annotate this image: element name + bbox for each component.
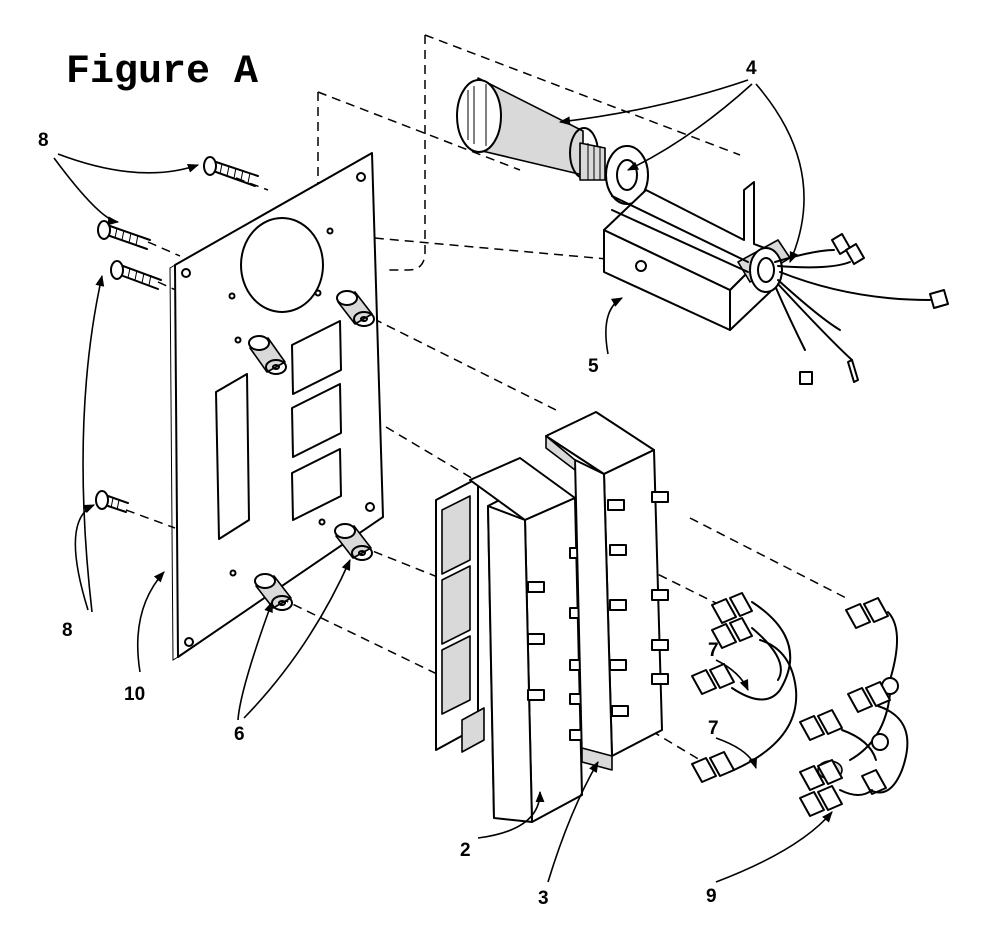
callout-8-bottom: 8 [62,620,73,641]
screw-bottom [95,490,129,513]
connector-cutout [240,217,324,313]
leader-lines [53,79,833,883]
screw-middle-2 [110,260,162,290]
wire-harness [799,597,909,817]
mounting-bracket [603,181,791,331]
connector-wires [774,233,949,385]
callout-7-lower: 7 [708,718,719,739]
connector-body [456,77,606,181]
jumper-wire-lower [691,639,798,783]
standoff-top-left [248,335,287,375]
callout-9: 9 [706,886,717,907]
figure-title: Figure A [66,50,258,95]
relay-block-front [435,457,587,823]
standoff-top-right [336,290,375,327]
callout-5: 5 [588,356,599,377]
mounting-plate [169,152,384,661]
callout-2: 2 [460,840,471,861]
callout-7-upper: 7 [708,640,719,661]
callout-3: 3 [538,888,549,909]
callout-4: 4 [746,58,757,79]
callout-6: 6 [234,724,245,745]
callout-8-top: 8 [38,130,49,151]
callout-10: 10 [124,684,145,705]
screw-top [203,156,259,187]
relay-block-rear [545,411,669,771]
standoff-bottom-right [334,523,373,561]
slot-cutout [215,373,250,540]
standoff-bottom-left [254,573,293,611]
jumper-wire-upper [691,592,792,701]
screw-middle-1 [97,220,151,250]
